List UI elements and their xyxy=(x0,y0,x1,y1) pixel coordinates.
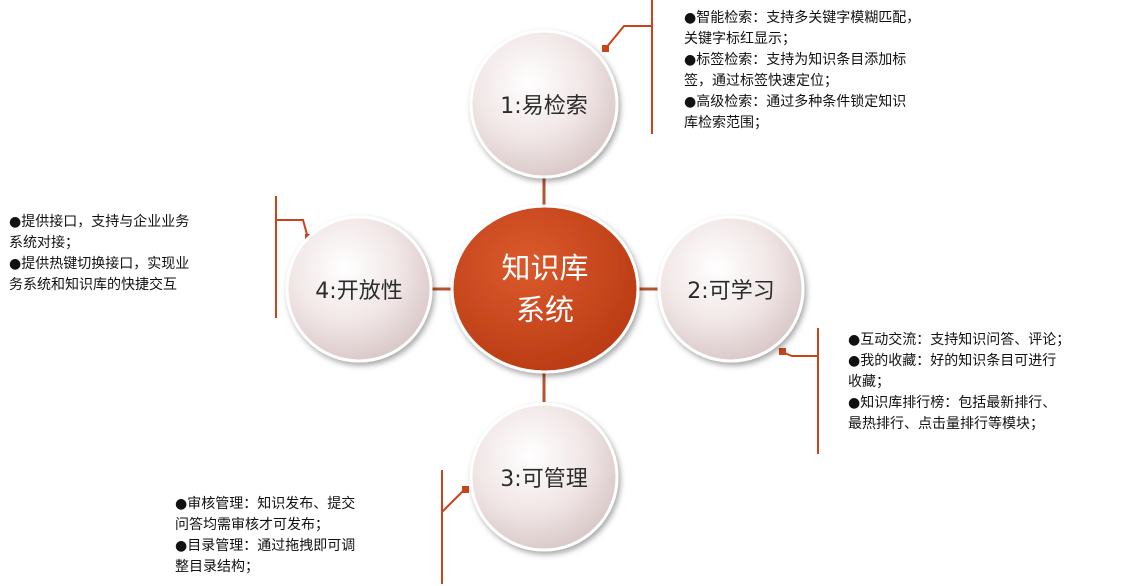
node-label-learn: 2:可学习 xyxy=(687,279,775,304)
node-label-search: 1:易检索 xyxy=(500,94,588,119)
callout-line-open xyxy=(276,219,309,239)
node-circle-search xyxy=(469,29,619,179)
note-line: 关键字标红显示； xyxy=(684,31,796,47)
note-line: 最热排行、点击量排行等模块； xyxy=(848,416,1044,432)
node-circle-manage xyxy=(469,402,619,552)
node-label-manage: 3:可管理 xyxy=(500,467,588,492)
note-line: ●提供热键切换接口，实现业 xyxy=(9,256,190,272)
center-label-line2: 系统 xyxy=(515,293,574,327)
node-circle-learn xyxy=(657,215,805,363)
callout-lines xyxy=(275,0,819,584)
note-line: ●标签检索：支持为知识条目添加标 xyxy=(684,52,907,68)
callout-marker-learn xyxy=(779,348,786,355)
note-line: 整目录结构； xyxy=(175,559,259,575)
note-line: ●目录管理：通过拖拽即可调 xyxy=(175,538,356,554)
note-line: ●提供接口，支持与企业业务 xyxy=(9,214,190,230)
center-label-line1: 知识库 xyxy=(501,251,589,285)
note-line: ●审核管理：知识发布、提交 xyxy=(175,496,356,512)
note-search: ●智能检索：支持多关键字模糊匹配， 关键字标红显示； ●标签检索：支持为知识条目… xyxy=(684,8,984,134)
note-line: ●高级检索：通过多种条件锁定知识 xyxy=(684,94,907,110)
note-line: 问答均需审核才可发布； xyxy=(175,517,329,533)
note-line: 务系统和知识库的快捷交互 xyxy=(9,277,177,293)
callout-marker-search xyxy=(602,45,609,52)
note-line: ●知识库排行榜：包括最新排行、 xyxy=(848,395,1057,411)
note-manage: ●审核管理：知识发布、提交 问答均需审核才可发布； ●目录管理：通过拖拽即可调 … xyxy=(175,494,435,578)
callout-line-learn xyxy=(781,351,818,357)
note-open: ●提供接口，支持与企业业务 系统对接； ●提供热键切换接口，实现业 务系统和知识… xyxy=(9,212,269,296)
center-circle xyxy=(450,204,640,374)
note-learn: ●互动交流：支持知识问答、评论； ●我的收藏：好的知识条目可进行 收藏； ●知识… xyxy=(848,330,1118,435)
note-line: 系统对接； xyxy=(9,235,79,251)
note-line: ●智能检索：支持多关键字模糊匹配， xyxy=(684,10,921,26)
spoke-connectors xyxy=(430,175,661,402)
note-line: ●我的收藏：好的知识条目可进行 xyxy=(848,353,1057,369)
callout-line-manage xyxy=(441,488,466,513)
callout-line-search xyxy=(605,25,652,49)
node-label-open: 4:开放性 xyxy=(315,279,403,304)
node-circle-open xyxy=(285,215,433,363)
callout-marker-manage xyxy=(462,486,469,493)
center-label: 知识库 系统 xyxy=(455,244,635,334)
note-line: 收藏； xyxy=(848,374,890,390)
note-line: 库检索范围； xyxy=(684,115,768,131)
note-line: 签，通过标签快速定位； xyxy=(684,73,838,89)
note-line: ●互动交流：支持知识问答、评论； xyxy=(848,332,1071,348)
